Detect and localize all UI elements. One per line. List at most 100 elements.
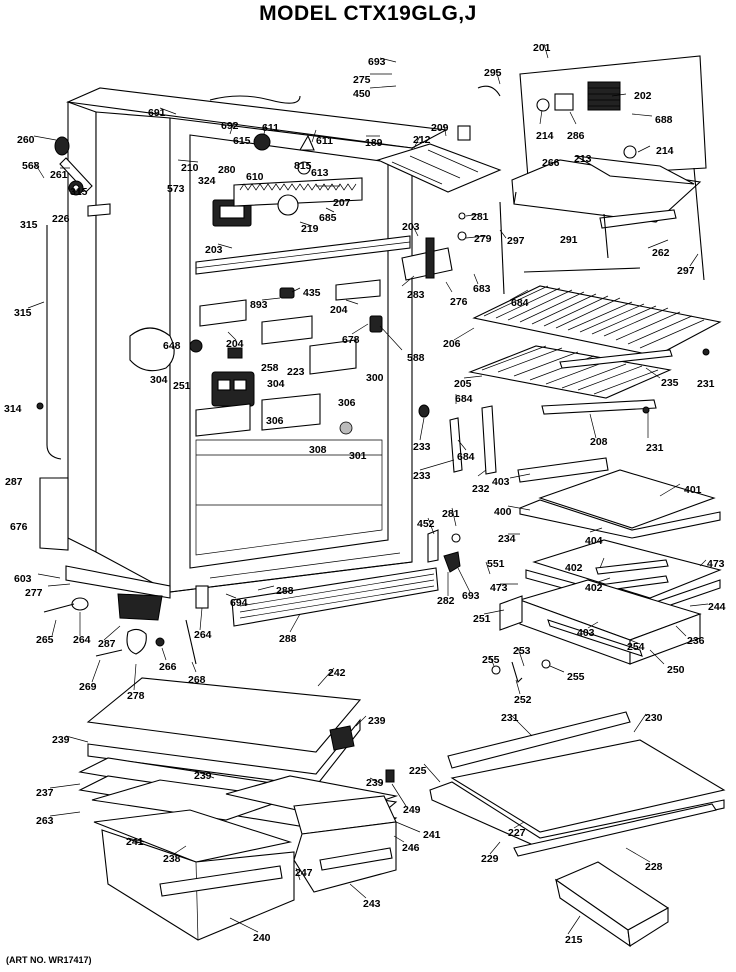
part-label-p228: 228 — [645, 861, 663, 873]
part-label-p251a: 251 — [173, 380, 191, 392]
part-label-p241a: 241 — [126, 836, 144, 848]
leader-lines — [27, 43, 709, 935]
part-label-p252: 252 — [514, 694, 532, 706]
cabinet — [60, 87, 448, 593]
part-label-p678: 678 — [342, 334, 360, 346]
part-label-p231a: 231 — [697, 378, 715, 390]
art-number: (ART NO. WR17417) — [6, 955, 92, 965]
fresh-food-shelves — [491, 457, 722, 684]
part-label-p231b: 231 — [646, 442, 664, 454]
part-label-p304b: 304 — [267, 378, 285, 390]
part-label-p306a: 306 — [338, 397, 356, 409]
part-label-p815: 815 — [294, 160, 312, 172]
part-label-p648: 648 — [163, 340, 181, 352]
part-label-p684c: 684 — [457, 451, 475, 463]
part-label-p402a: 402 — [565, 562, 583, 574]
part-label-p239b: 239 — [52, 734, 70, 746]
part-label-p281b: 281 — [442, 508, 460, 520]
part-label-p683: 683 — [473, 283, 491, 295]
part-label-p202: 202 — [634, 90, 652, 102]
part-label-p223: 223 — [287, 366, 305, 378]
part-label-p240: 240 — [253, 932, 271, 944]
part-label-p401: 401 — [684, 484, 702, 496]
part-label-p212: 212 — [413, 134, 431, 146]
part-label-p473b: 473 — [490, 582, 508, 594]
part-label-p268: 268 — [188, 674, 206, 686]
part-label-p239d: 239 — [366, 777, 384, 789]
toe-grille — [231, 567, 439, 627]
part-label-p324: 324 — [198, 175, 216, 187]
part-label-p231c: 231 — [501, 712, 519, 724]
part-label-p301: 301 — [349, 450, 367, 462]
freezer-shelves — [468, 285, 722, 415]
part-label-p295: 295 — [484, 67, 502, 79]
part-label-p266: 266 — [542, 157, 560, 169]
part-label-p314: 314 — [4, 403, 22, 415]
part-label-p233a: 233 — [413, 441, 431, 453]
part-label-p204a: 204 — [330, 304, 348, 316]
part-label-p568a: 568 — [22, 160, 40, 172]
part-label-p283: 283 — [407, 289, 425, 301]
part-label-p688: 688 — [655, 114, 673, 126]
part-label-p277: 277 — [25, 587, 43, 599]
part-label-p308: 308 — [309, 444, 327, 456]
part-label-p243: 243 — [363, 898, 381, 910]
part-label-p611b: 611 — [316, 135, 333, 147]
part-label-p304a: 304 — [150, 374, 168, 386]
diagram-title: MODEL CTX19GLG,J — [259, 2, 477, 25]
part-label-p203b: 203 — [402, 221, 420, 233]
part-label-p235: 235 — [661, 377, 679, 389]
part-label-p244: 244 — [708, 601, 726, 613]
part-label-p402b: 402 — [585, 582, 603, 594]
part-label-p250: 250 — [667, 664, 685, 676]
part-label-p603: 603 — [14, 573, 32, 585]
part-label-p279: 279 — [474, 233, 492, 245]
part-label-p230: 230 — [645, 712, 663, 724]
part-label-p219: 219 — [301, 223, 319, 235]
part-label-p306b: 306 — [266, 415, 284, 427]
crisper-assembly — [78, 677, 399, 941]
part-label-p300: 300 — [366, 372, 384, 384]
part-label-p588: 588 — [407, 352, 425, 364]
part-label-p269: 269 — [79, 681, 97, 693]
part-label-p452: 452 — [417, 518, 435, 530]
part-label-p610: 610 — [246, 171, 264, 183]
part-label-p276: 276 — [450, 296, 468, 308]
part-label-p551: 551 — [487, 558, 505, 570]
part-label-p262: 262 — [652, 247, 670, 259]
part-label-p249: 249 — [403, 804, 421, 816]
part-label-p254: 254 — [627, 641, 645, 653]
part-label-p315b: 315 — [20, 219, 38, 231]
bottom-shelf-assembly — [429, 711, 726, 948]
part-label-p280: 280 — [218, 164, 236, 176]
part-label-p685: 685 — [319, 212, 337, 224]
part-label-p435: 435 — [303, 287, 321, 299]
part-label-p693a: 693 — [368, 56, 386, 68]
part-label-p226: 226 — [52, 213, 70, 225]
part-label-p403b: 403 — [577, 627, 595, 639]
part-label-p297a: 297 — [507, 235, 525, 247]
part-label-p241b: 241 — [423, 829, 441, 841]
part-label-p246: 246 — [402, 842, 420, 854]
part-label-p263: 263 — [36, 815, 54, 827]
part-label-p275: 275 — [353, 74, 371, 86]
part-label-p258: 258 — [261, 362, 279, 374]
part-label-p201: 201 — [533, 42, 551, 54]
part-label-p234: 234 — [498, 533, 516, 545]
part-label-p209: 209 — [431, 122, 449, 134]
part-label-p210: 210 — [181, 162, 199, 174]
part-label-p237: 237 — [36, 787, 54, 799]
part-label-p893: 893 — [250, 299, 268, 311]
part-label-p261: 261 — [50, 169, 68, 181]
part-label-p214b: 214 — [656, 145, 674, 157]
part-label-p288b: 288 — [279, 633, 297, 645]
part-label-p278: 278 — [127, 690, 145, 702]
cabinet-internals — [129, 95, 471, 437]
part-label-p291: 291 — [560, 234, 578, 246]
part-label-p208: 208 — [590, 436, 608, 448]
part-label-p404: 404 — [585, 535, 603, 547]
part-label-p282: 282 — [437, 595, 455, 607]
part-label-p232: 232 — [472, 483, 490, 495]
part-label-p204b: 204 — [226, 338, 244, 350]
